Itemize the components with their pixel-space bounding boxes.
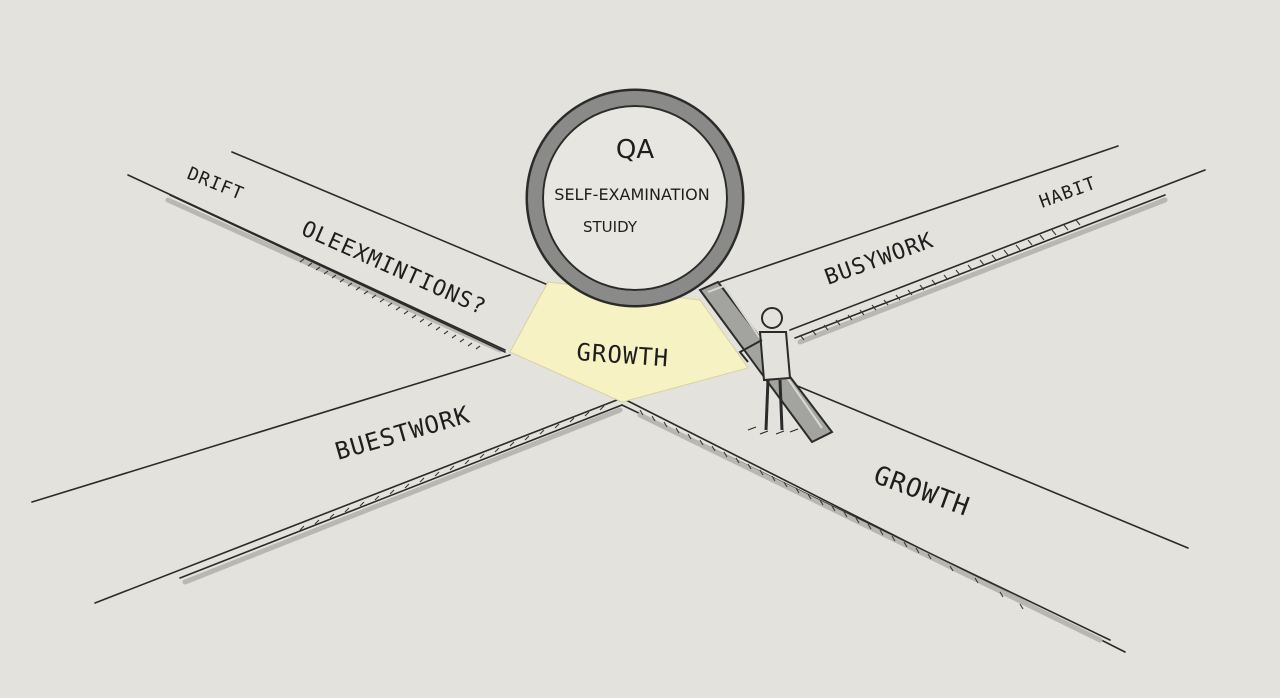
lens-title: QA	[616, 135, 654, 165]
label-habit: HABIT	[1037, 173, 1100, 213]
road-upper-left	[127, 151, 561, 353]
label-busywork: BUSYWORK	[822, 228, 938, 290]
road-hatching-upper-right	[799, 219, 1081, 341]
label-buestwork: BUESTWORK	[332, 401, 473, 466]
road-hatching-lower-left	[299, 405, 605, 531]
label-growth-center: GROWTH	[576, 338, 670, 372]
person-figure-icon	[738, 307, 799, 435]
road-hatching-lower-right	[639, 409, 1024, 610]
road-lower-left	[31, 354, 623, 604]
road-upper-right	[719, 145, 1206, 345]
label-drift: DRIFT	[184, 163, 247, 205]
road-lower-right	[621, 384, 1189, 653]
lens-line-1: SELF-EXAMINATION	[554, 185, 709, 204]
label-growth-road: GROWTH	[870, 460, 974, 522]
road-hatching-upper-left	[299, 258, 481, 350]
magnifying-glass-icon	[525, 88, 834, 444]
lens-line-2: STUIDY	[583, 218, 638, 236]
